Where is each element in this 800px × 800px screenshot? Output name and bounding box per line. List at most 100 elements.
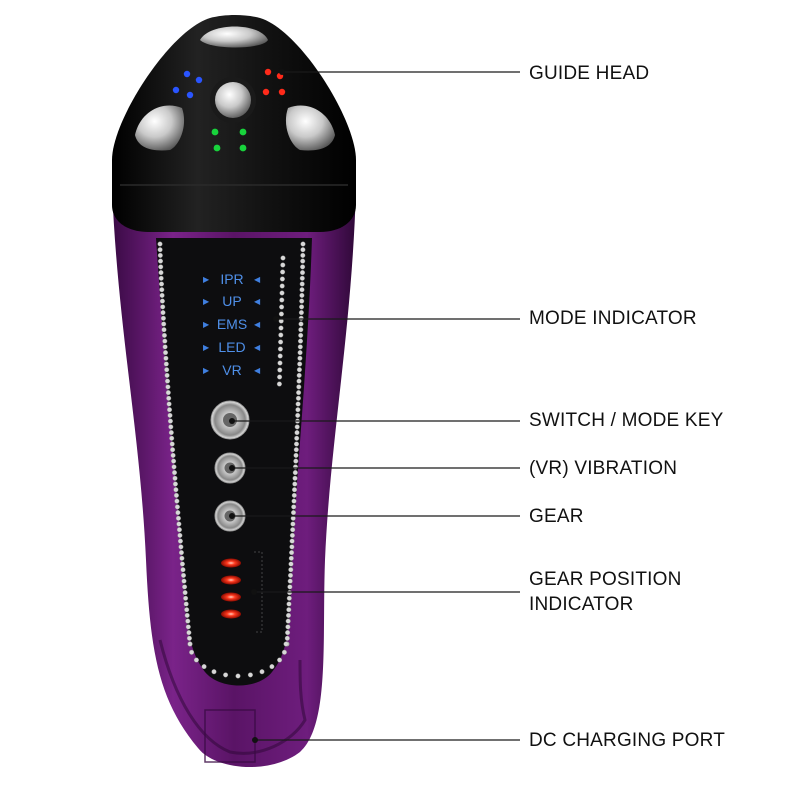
svg-text:▶: ▶ <box>203 297 210 306</box>
rhinestone <box>286 612 292 618</box>
label-gear-position-line1: GEAR POSITION <box>529 569 682 590</box>
rhinestone <box>185 618 191 624</box>
rhinestone <box>298 338 304 344</box>
rhinestone <box>160 304 166 310</box>
rhinestone <box>279 297 285 303</box>
rhinestone <box>296 390 302 396</box>
rhinestone <box>160 310 166 316</box>
rhinestone <box>178 544 184 550</box>
gear-led <box>221 609 241 619</box>
head-blue-leds <box>172 70 203 99</box>
rhinestone <box>280 255 286 261</box>
mode-vr: VR <box>222 362 241 378</box>
rhinestone <box>168 430 174 436</box>
leader-dots <box>229 69 285 743</box>
rhinestone <box>290 527 296 533</box>
rhinestone <box>300 258 306 264</box>
rhinestone <box>300 252 306 258</box>
rhinestone <box>167 418 173 424</box>
rhinestone <box>292 481 298 487</box>
rhinestone <box>174 504 180 510</box>
rhinestone <box>291 510 297 516</box>
rhinestone <box>177 538 183 544</box>
rhinestone <box>295 395 301 401</box>
rhinestone <box>169 441 175 447</box>
rhinestone <box>277 367 283 373</box>
rhinestone <box>168 424 174 430</box>
rhinestone <box>163 355 169 361</box>
rhinestone <box>300 247 306 253</box>
rhinestone <box>299 275 305 281</box>
gear-position-indicator <box>221 558 241 619</box>
rhinestone <box>173 492 179 498</box>
rhinestone <box>295 401 301 407</box>
label-guide-head: GUIDE HEAD <box>529 63 650 84</box>
rhinestone <box>211 669 217 675</box>
rhinestone <box>279 304 285 310</box>
rhinestone <box>177 532 183 538</box>
rhinestone <box>295 407 301 413</box>
rhinestone <box>285 624 291 630</box>
rhinestone <box>297 361 303 367</box>
rhinestone <box>164 367 170 373</box>
svg-text:▶: ▶ <box>203 320 210 329</box>
rhinestone <box>170 447 176 453</box>
rhinestone <box>286 595 292 601</box>
rhinestone <box>289 532 295 538</box>
mode-arrows: ▶◀ ▶◀ ▶◀ ▶◀ ▶◀ <box>203 275 261 375</box>
rhinestone <box>180 572 186 578</box>
svg-text:▶: ▶ <box>203 343 210 352</box>
rhinestone <box>181 578 187 584</box>
rhinestone <box>159 287 165 293</box>
rhinestone <box>298 327 304 333</box>
rhinestone <box>281 649 287 655</box>
rhinestone <box>184 607 190 613</box>
mode-indicator: IPR UP EMS LED VR ▶◀ ▶◀ ▶◀ ▶◀ ▶◀ <box>203 271 261 378</box>
rhinestone <box>291 492 297 498</box>
rhinestone <box>293 447 299 453</box>
svg-text:◀: ◀ <box>254 366 261 375</box>
rhinestone <box>286 601 292 607</box>
rhinestone <box>201 664 207 670</box>
rhinestone <box>170 452 176 458</box>
rhinestone <box>283 641 289 647</box>
rhinestone <box>235 673 241 679</box>
rhinestone <box>182 590 188 596</box>
head-left-button <box>135 105 185 151</box>
rhinestone <box>297 350 303 356</box>
mode-ems: EMS <box>217 316 247 332</box>
rhinestone <box>299 304 305 310</box>
rhinestone <box>193 657 199 663</box>
rhinestone <box>166 395 172 401</box>
rhinestone <box>157 241 163 247</box>
rhinestone <box>163 361 169 367</box>
rhinestone <box>161 321 167 327</box>
mode-ipr: IPR <box>220 271 243 287</box>
rhinestone <box>288 567 294 573</box>
rhinestone <box>285 618 291 624</box>
svg-text:▶: ▶ <box>203 366 210 375</box>
rhinestone <box>299 292 305 298</box>
rhinestone <box>175 510 181 516</box>
rhinestone <box>296 372 302 378</box>
mode-led: LED <box>218 339 245 355</box>
rhinestone <box>297 355 303 361</box>
svg-text:▶: ▶ <box>203 275 210 284</box>
rhinestone <box>161 327 167 333</box>
gear-led <box>221 558 241 568</box>
rhinestone-border <box>157 241 306 679</box>
head-right-button <box>285 105 335 151</box>
rhinestone <box>296 367 302 373</box>
rhinestone <box>288 561 294 567</box>
rhinestone <box>182 584 188 590</box>
rhinestone <box>286 607 292 613</box>
rhinestone <box>287 584 293 590</box>
rhinestone <box>290 521 296 527</box>
rhinestone <box>173 487 179 493</box>
rhinestone <box>178 550 184 556</box>
rhinestone <box>276 381 282 387</box>
rhinestone <box>157 258 163 264</box>
leader-lines <box>232 71 520 741</box>
rhinestone <box>288 555 294 561</box>
